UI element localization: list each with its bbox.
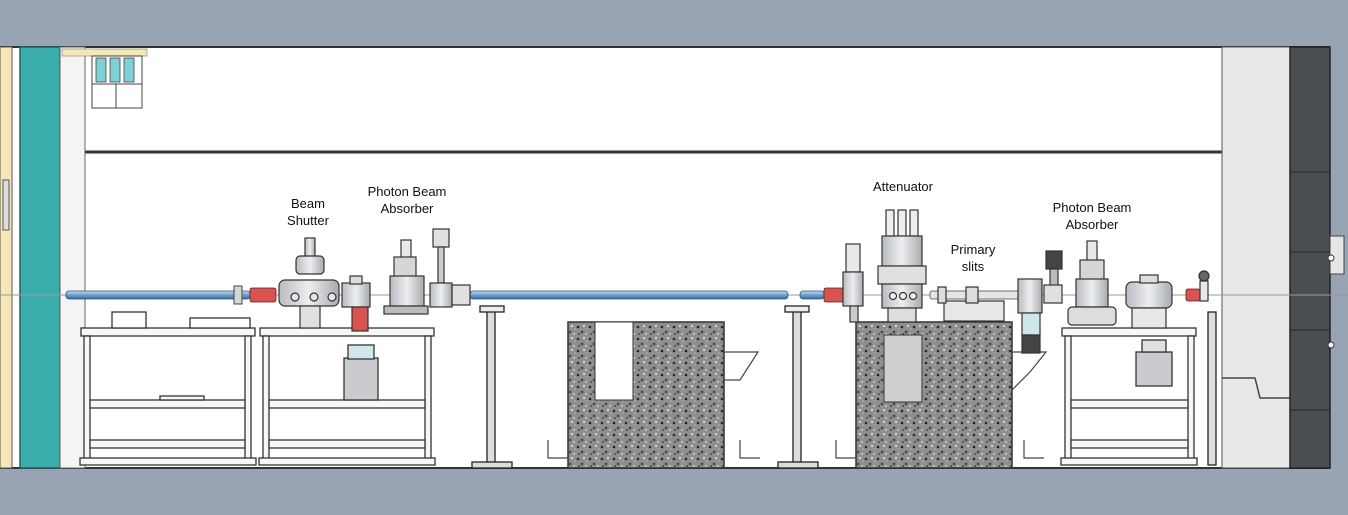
photon-beam-absorber-1 (383, 228, 471, 315)
label-photon-beam-absorber-1: Photon Beam Absorber (368, 184, 447, 216)
primary-slits (937, 278, 1043, 354)
beam-pipe-1 (65, 290, 251, 300)
stand-2 (777, 305, 819, 469)
label-beam-shutter-line2: Shutter (287, 213, 330, 228)
stand-1 (471, 305, 513, 469)
label-beam-shutter: Beam Shutter (287, 196, 330, 228)
beam-shutter (278, 237, 340, 329)
stand-3 (1207, 311, 1217, 466)
right-wall (1221, 46, 1345, 469)
label-attenuator-line1: Attenuator (873, 179, 934, 194)
label-primary-slits-line2: slits (962, 259, 985, 274)
table-1 (79, 311, 257, 466)
label-beam-shutter-line1: Beam (291, 196, 325, 211)
label-pba2-line1: Photon Beam (1053, 200, 1132, 215)
attenuator (842, 209, 927, 323)
cross-valve (341, 275, 371, 332)
label-photon-beam-absorber-2: Photon Beam Absorber (1053, 200, 1132, 232)
label-primary-slits-line1: Primary (951, 242, 996, 257)
left-wall (0, 46, 148, 469)
label-pba1-line2: Absorber (381, 201, 434, 216)
label-pba2-line2: Absorber (1066, 217, 1119, 232)
beam-pipe-2 (469, 290, 789, 300)
concrete-block-1 (547, 321, 760, 469)
table-2 (258, 327, 436, 466)
label-attenuator: Attenuator (873, 179, 934, 194)
concrete-block-2 (835, 321, 1048, 469)
bellows (249, 287, 1201, 303)
photon-beam-absorber-2 (1043, 240, 1210, 329)
label-primary-slits: Primary slits (951, 242, 996, 274)
table-3 (1060, 327, 1198, 466)
label-pba1-line1: Photon Beam (368, 184, 447, 199)
